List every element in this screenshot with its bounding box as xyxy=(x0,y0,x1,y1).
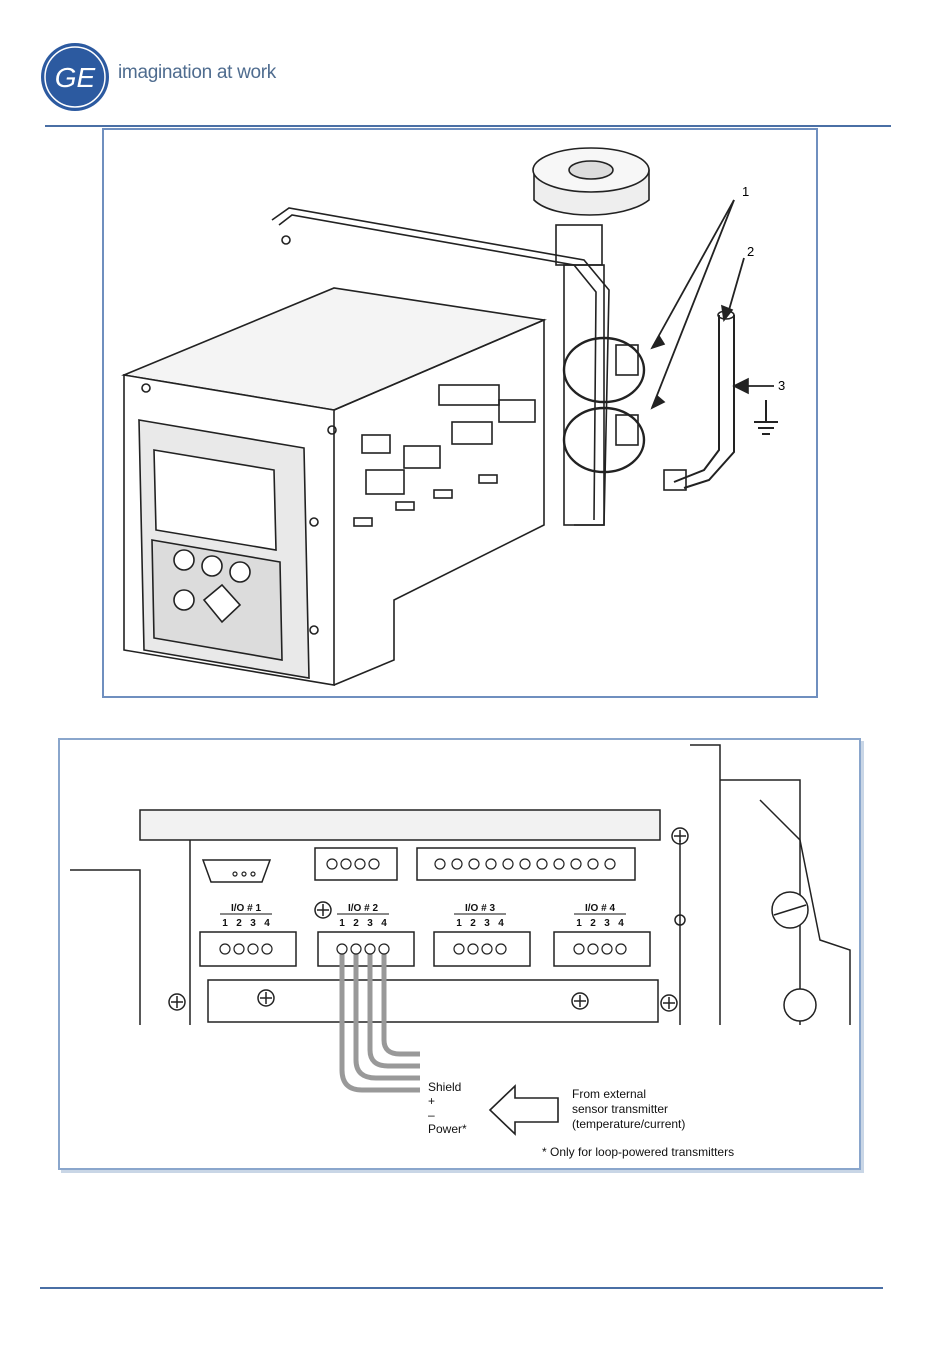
io3-pin-1: 1 xyxy=(456,918,462,929)
io4-pin-4: 4 xyxy=(618,918,624,929)
io3-pin-3: 3 xyxy=(484,918,490,929)
io1-pin-3: 3 xyxy=(250,918,256,929)
io2-pin-4: 4 xyxy=(381,918,387,929)
callout-1: 1 xyxy=(742,184,749,199)
footnote: * Only for loop-powered transmitters xyxy=(542,1145,734,1159)
io4-pin-1: 1 xyxy=(576,918,582,929)
figure-analyzer-mounting: 1 2 3 xyxy=(102,128,818,698)
io4-pin-2: 2 xyxy=(590,918,596,929)
header-rule xyxy=(45,125,891,127)
io1-pin-1: 1 xyxy=(222,918,228,929)
callout-2: 2 xyxy=(747,244,754,259)
wire-label-power: Power* xyxy=(428,1122,467,1136)
io2-pin-3: 3 xyxy=(367,918,373,929)
io-label-2: I/O # 2 xyxy=(348,903,378,914)
wire-label-shield: Shield xyxy=(428,1080,461,1094)
wire-label-plus: + xyxy=(428,1094,435,1108)
figure-io-wiring: I/O # 1 I/O # 2 I/O # 3 I/O # 4 1 2 3 4 … xyxy=(58,738,861,1170)
ge-logo-text: GE xyxy=(55,62,96,93)
io2-pin-2: 2 xyxy=(353,918,359,929)
analyzer-mounting-illustration: 1 2 3 xyxy=(104,130,816,696)
wire-label-minus: – xyxy=(428,1108,435,1122)
io-label-1: I/O # 1 xyxy=(231,903,261,914)
io4-pin-3: 3 xyxy=(604,918,610,929)
ge-logo-icon: GE xyxy=(40,42,110,112)
io1-pin-2: 2 xyxy=(236,918,242,929)
io2-pin-1: 1 xyxy=(339,918,345,929)
io1-pin-4: 4 xyxy=(264,918,270,929)
callout-3: 3 xyxy=(778,378,785,393)
io3-pin-4: 4 xyxy=(498,918,504,929)
source-label-line2: sensor transmitter xyxy=(572,1102,668,1116)
io-label-3: I/O # 3 xyxy=(465,903,495,914)
io-wiring-illustration: I/O # 1 I/O # 2 I/O # 3 I/O # 4 1 2 3 4 … xyxy=(60,740,859,1168)
io3-pin-2: 2 xyxy=(470,918,476,929)
tagline: imagination at work xyxy=(118,62,276,84)
source-label-line1: From external xyxy=(572,1087,646,1101)
footer-rule xyxy=(40,1287,883,1289)
source-label-line3: (temperature/current) xyxy=(572,1117,685,1131)
io-label-4: I/O # 4 xyxy=(585,903,615,914)
